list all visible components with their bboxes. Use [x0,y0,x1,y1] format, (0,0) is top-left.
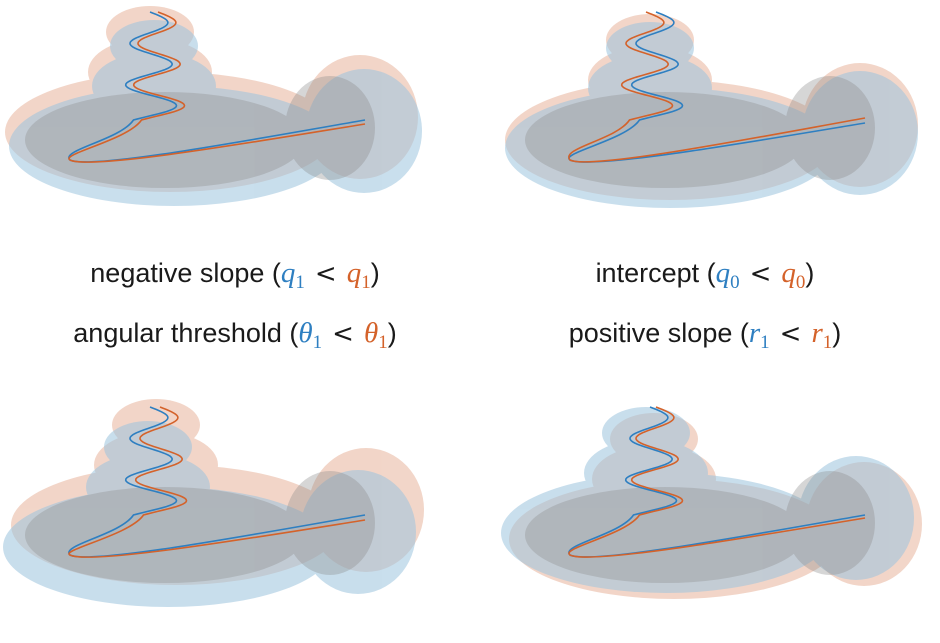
math-symbol-orange: q1 [346,257,371,293]
less-than-symbol: < [779,319,802,349]
caption-close: ) [370,258,380,288]
caption-close: ) [832,318,842,348]
figure-panel-bottom-left [0,395,440,625]
orange-curve [68,406,366,558]
math-symbol-orange: θ1 [363,317,388,353]
math-symbol-orange: q0 [781,257,806,293]
orange-curve [568,406,866,558]
caption-close: ) [805,258,815,288]
less-than-symbol: < [749,259,772,289]
figure-panel-top-right [500,0,940,230]
less-than-symbol: < [332,319,354,349]
math-symbol-orange: r1 [811,317,833,353]
caption-text: angular threshold ( [73,318,299,348]
math-symbol-blue: q1 [280,257,305,293]
orange-curve [68,11,366,163]
caption-positive-slope: positive slope (r1<r1) [470,315,940,352]
math-symbol-blue: q0 [715,257,740,293]
less-than-symbol: < [314,259,337,289]
figure-panel-bottom-right [500,395,940,625]
overlap-body [525,76,875,188]
caption-negative-slope: negative slope (q1<q1) [0,255,470,292]
caption-angular-threshold: angular threshold (θ1<θ1) [0,315,470,352]
overlap-body [25,76,375,188]
math-symbol-blue: θ1 [298,317,323,353]
tube-illustration [501,406,922,599]
caption-text: positive slope ( [568,318,749,348]
tube-illustration [5,6,422,206]
blue-tube [501,407,914,593]
tube-illustration [3,399,424,607]
math-symbol-blue: r1 [748,317,770,353]
blue-tube [505,22,918,208]
caption-text: negative slope ( [90,258,281,288]
tube-illustration [505,11,918,208]
blue-tube [9,20,422,206]
figure-panel-top-left [0,0,440,230]
overlap-body [525,471,875,583]
caption-close: ) [387,318,397,348]
overlap-body [25,471,375,583]
caption-intercept: intercept (q0<q0) [470,255,940,292]
orange-curve [568,11,866,163]
caption-text: intercept ( [595,258,716,288]
